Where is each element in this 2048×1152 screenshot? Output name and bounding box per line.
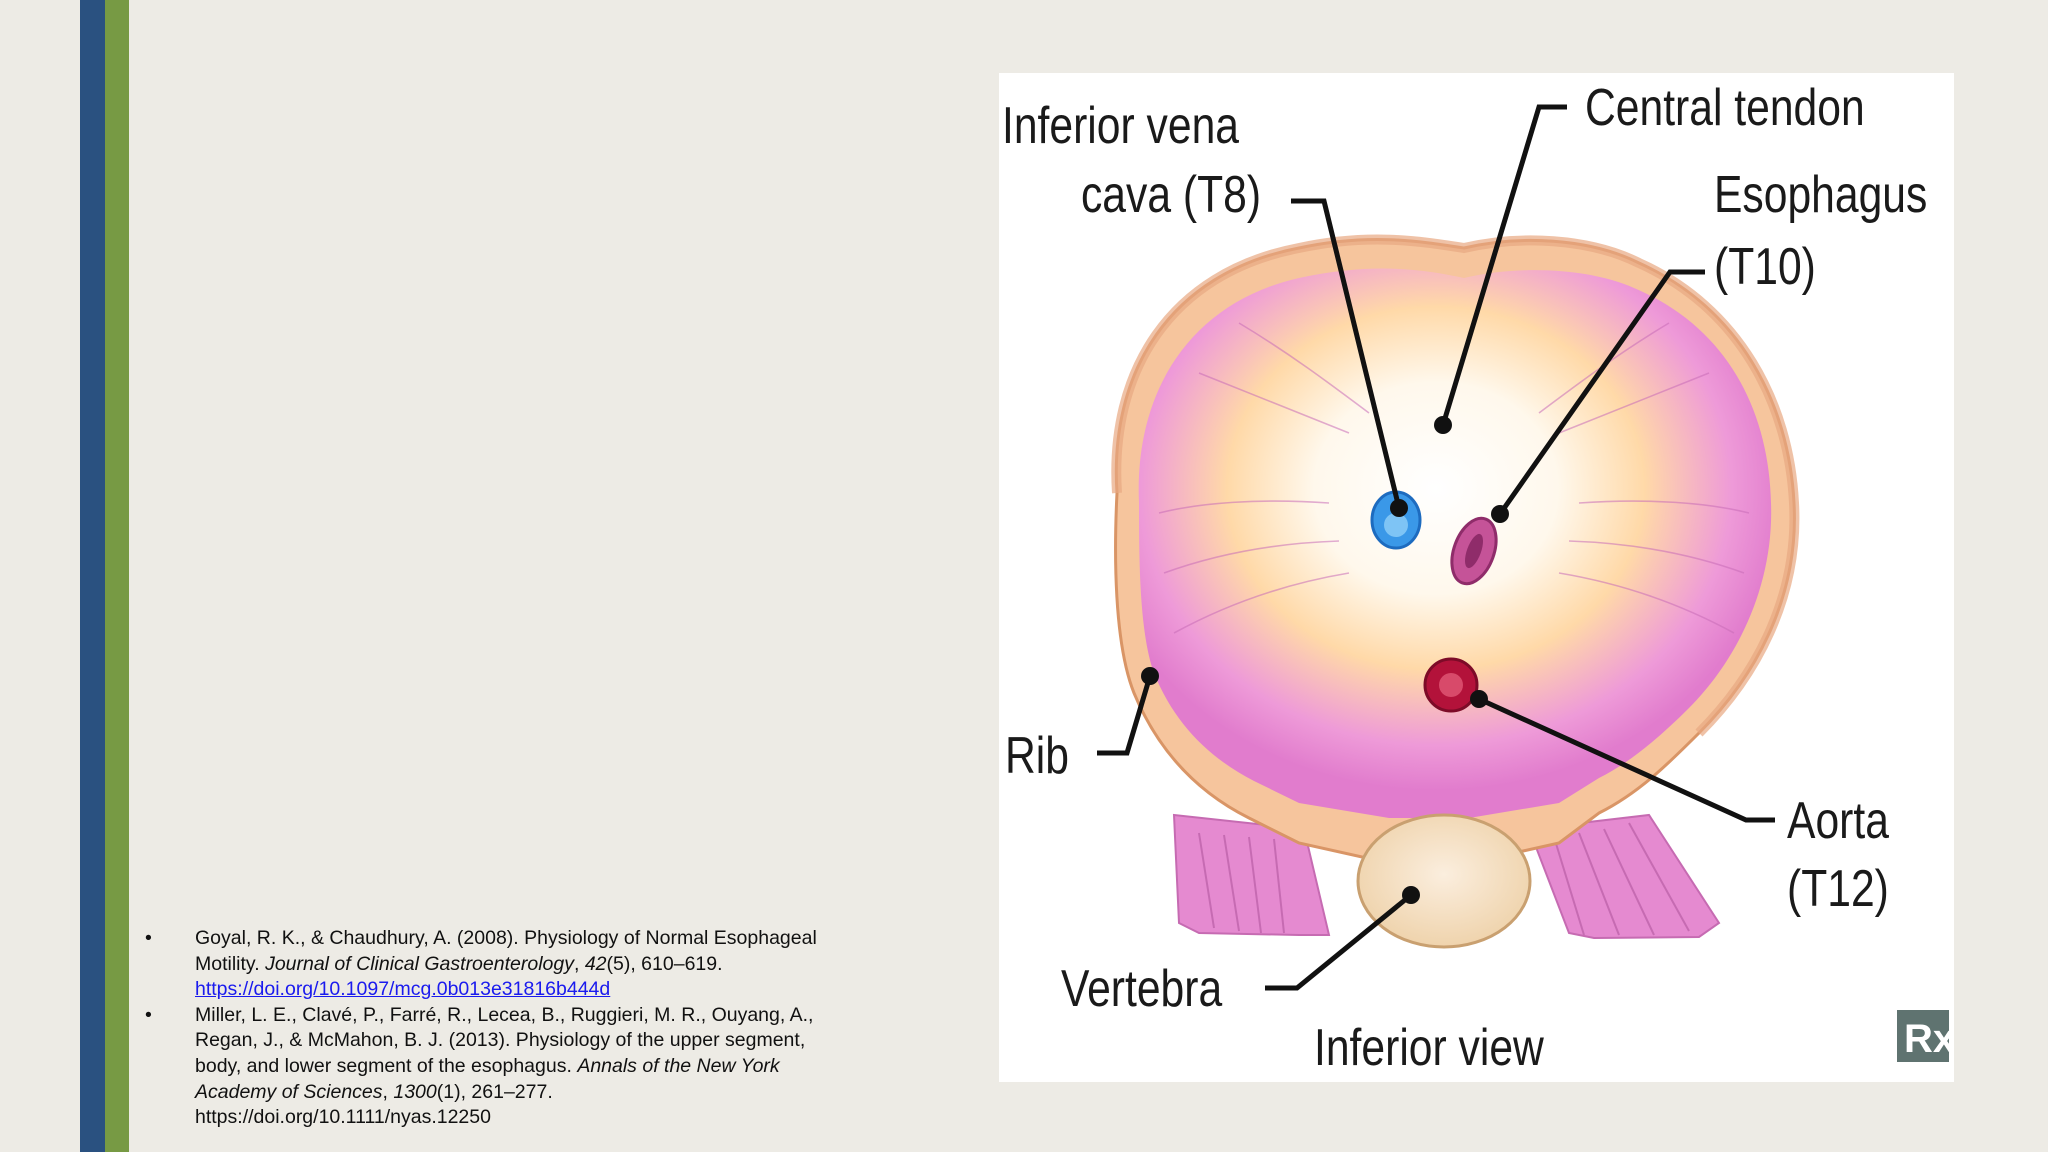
label-esophagus-line2: (T10) (1714, 238, 1816, 296)
label-esophagus-line1: Esophagus (1714, 166, 1927, 224)
left-accent-bar-green (105, 0, 129, 1152)
muscle-striations (1158, 322, 1750, 634)
aorta-lumen (1439, 673, 1463, 697)
reference-text: (1), 261–277. (436, 1080, 553, 1103)
esophagus-lumen (1464, 533, 1484, 569)
journal-title: Journal of Clinical Gastroenterology (265, 952, 574, 975)
reference-item: • Miller, L. E., Clavé, P., Farré, R., L… (145, 1003, 905, 1131)
label-ivc-line1: Inferior vena (1002, 97, 1239, 155)
diaphragm-figure: Inferior vena cava (T8) Central tendon E… (999, 73, 1954, 1082)
volume: 1300 (393, 1080, 437, 1103)
diaphragm-illustration: Inferior vena cava (T8) Central tendon E… (1002, 79, 1954, 1077)
label-inferior-view: Inferior view (1314, 1019, 1544, 1077)
label-aorta-line2: (T12) (1787, 860, 1889, 918)
rx-logo-icon: Rx (1897, 1010, 1954, 1062)
crus-striations (1198, 822, 1690, 936)
doi-text: https://doi.org/10.1111/nyas.12250 (195, 1106, 491, 1129)
rib-rim (1111, 234, 1800, 737)
reference-text: body, and lower segment of the esophagus… (195, 1054, 578, 1077)
reference-text: Motility. (195, 952, 266, 975)
reference-text: , (382, 1080, 394, 1103)
svg-text:Rx: Rx (1904, 1017, 1954, 1061)
leader-dots (1141, 416, 1509, 904)
reference-text: , (573, 952, 585, 975)
journal-title: Academy of Sciences (195, 1080, 383, 1103)
label-rib: Rib (1005, 727, 1069, 785)
references-list: • Goyal, R. K., & Chaudhury, A. (2008). … (145, 926, 905, 1131)
journal-title: Annals of the New York (577, 1054, 780, 1077)
reference-text: Goyal, R. K., & Chaudhury, A. (2008). Ph… (195, 927, 817, 949)
reference-item: • Goyal, R. K., & Chaudhury, A. (2008). … (145, 926, 905, 1003)
label-vertebra: Vertebra (1061, 960, 1223, 1018)
label-aorta-line1: Aorta (1787, 792, 1889, 850)
volume: 42 (584, 952, 607, 975)
label-ivc-line2: cava (T8) (1081, 166, 1261, 224)
ivc-lumen (1384, 513, 1408, 537)
reference-text: (5), 610–619. (606, 952, 723, 975)
bullet: • (145, 1003, 152, 1026)
doi-link[interactable]: https://doi.org/10.1097/mcg.0b013e31816b… (195, 978, 611, 1001)
label-central-tendon: Central tendon (1585, 79, 1865, 137)
vertebra-body (1356, 813, 1532, 949)
bullet: • (145, 927, 152, 949)
reference-text: Miller, L. E., Clavé, P., Farré, R., Lec… (195, 1003, 814, 1026)
leader-lines (1097, 104, 1775, 991)
left-accent-bar-blue (80, 0, 105, 1152)
reference-text: Regan, J., & McMahon, B. J. (2013). Phys… (195, 1029, 806, 1052)
